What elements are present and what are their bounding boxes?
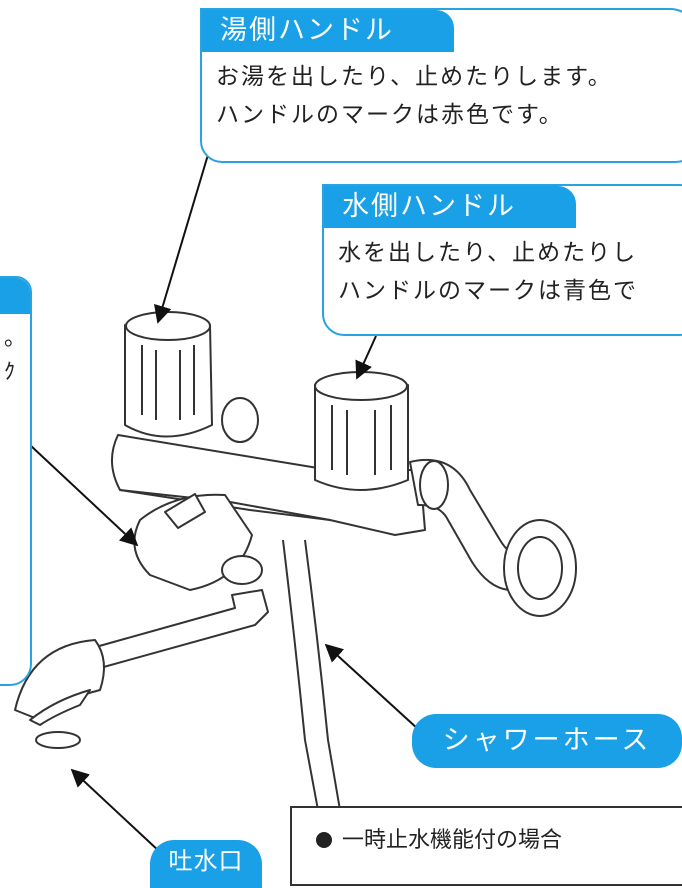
cold-handle-line2: ハンドルのマークは青色で [338,278,638,304]
diverter-line1: 。 [4,326,27,351]
cold-handle-line1: 水を出したり、止めたりし [338,240,638,266]
diverter-callout-head [0,278,30,314]
leader-diverter [29,444,139,547]
diverter-callout: 。 ｸ [0,276,32,686]
hot-handle-line2: ハンドルのマークは赤色です。 [216,102,564,128]
spout [84,589,269,669]
note-text: 一時止水機能付の場合 [342,828,563,853]
leader-hot-handle [154,137,214,324]
shower-hose-label: シャワーホース [412,714,682,768]
diverter-line2: ｸ [4,360,16,385]
bullet-icon [316,832,332,848]
shower-hose [282,539,341,811]
hot-handle-line1: お湯を出したり、止めたりします。 [216,64,613,90]
spout-label: 吐水口 [150,840,262,888]
note-box: 一時止水機能付の場合 [290,806,682,886]
cold-handle-callout: 水側ハンドル 水を出したり、止めたりし ハンドルのマークは青色で [322,184,682,336]
leader-spout [70,768,161,853]
hot-handle-callout: 湯側ハンドル お湯を出したり、止めたりします。 ハンドルのマークは赤色です。 [200,8,682,163]
leader-shower-hose [324,643,431,741]
hot-handle-title: 湯側ハンドル [202,10,454,52]
leader-cold-handle [355,335,377,380]
cold-handle-title: 水側ハンドル [324,186,576,228]
